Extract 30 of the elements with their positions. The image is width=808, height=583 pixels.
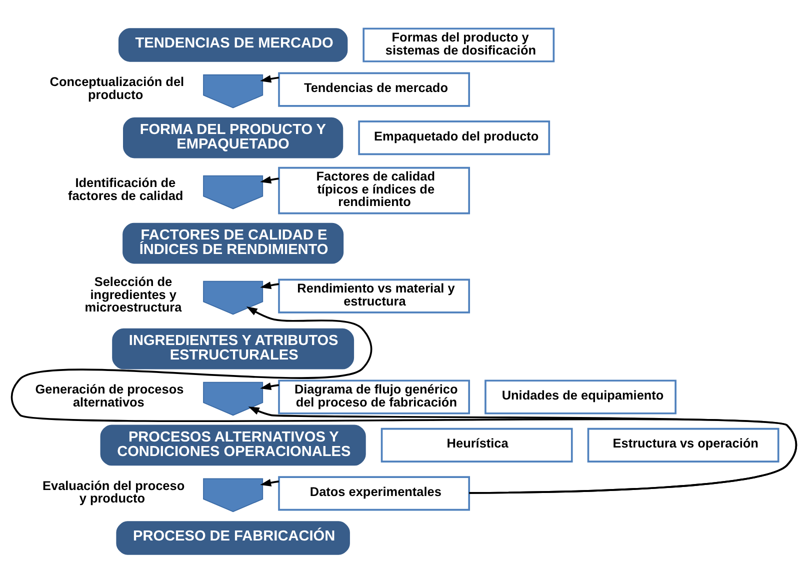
node-box: FACTORES DE CALIDAD E ÍNDICES DE RENDIMIENTO (122, 222, 344, 264)
node-box: Unidades de equipamiento (484, 380, 676, 414)
arrow (260, 478, 280, 486)
arrow (260, 282, 280, 290)
node-box: Datos experimentales (278, 476, 470, 511)
node-label: Identificación de factores de calidad (68, 175, 184, 203)
node-box: INGREDIENTES Y ATRIBUTOS ESTRUCTURALES (112, 328, 354, 370)
arrow (260, 75, 280, 83)
node-box: Diagrama de flujo genérico del proceso de fabricación (278, 380, 470, 414)
arrow (260, 382, 280, 390)
node-box: Empaquetado del producto (358, 120, 550, 156)
node-box: Formas del producto y sistemas de dosificación (362, 28, 555, 62)
node-box: Tendencias de mercado (278, 72, 470, 107)
node-label: Evaluación del proceso y producto (42, 478, 185, 506)
arrow (248, 406, 797, 494)
node-arrow (203, 175, 264, 210)
node-box: Rendimiento vs material y estructura (278, 278, 470, 314)
node-box: Estructura vs operación (587, 428, 780, 462)
node-box: Heurística (380, 428, 573, 462)
node-label: Selección de ingredientes y microestructura (84, 274, 182, 315)
arrow (260, 176, 280, 184)
node-label: Conceptualización del producto (50, 74, 184, 102)
node-box: TENDENCIAS DE MERCADO (118, 28, 348, 62)
node-box: FORMA DEL PRODUCTO Y EMPAQUETADO (123, 117, 344, 158)
node-box: PROCESO DE FABRICACIÓN (116, 521, 350, 555)
node-arrow (203, 478, 264, 512)
node-box: Factores de calidad típicos e índices de rendimiento (278, 166, 470, 214)
node-box: PROCESOS ALTERNATIVOS Y CONDICIONES OPERACIONALES (100, 424, 366, 466)
node-label: Generación de procesos alternativos (35, 382, 184, 410)
node-arrow (203, 74, 264, 108)
